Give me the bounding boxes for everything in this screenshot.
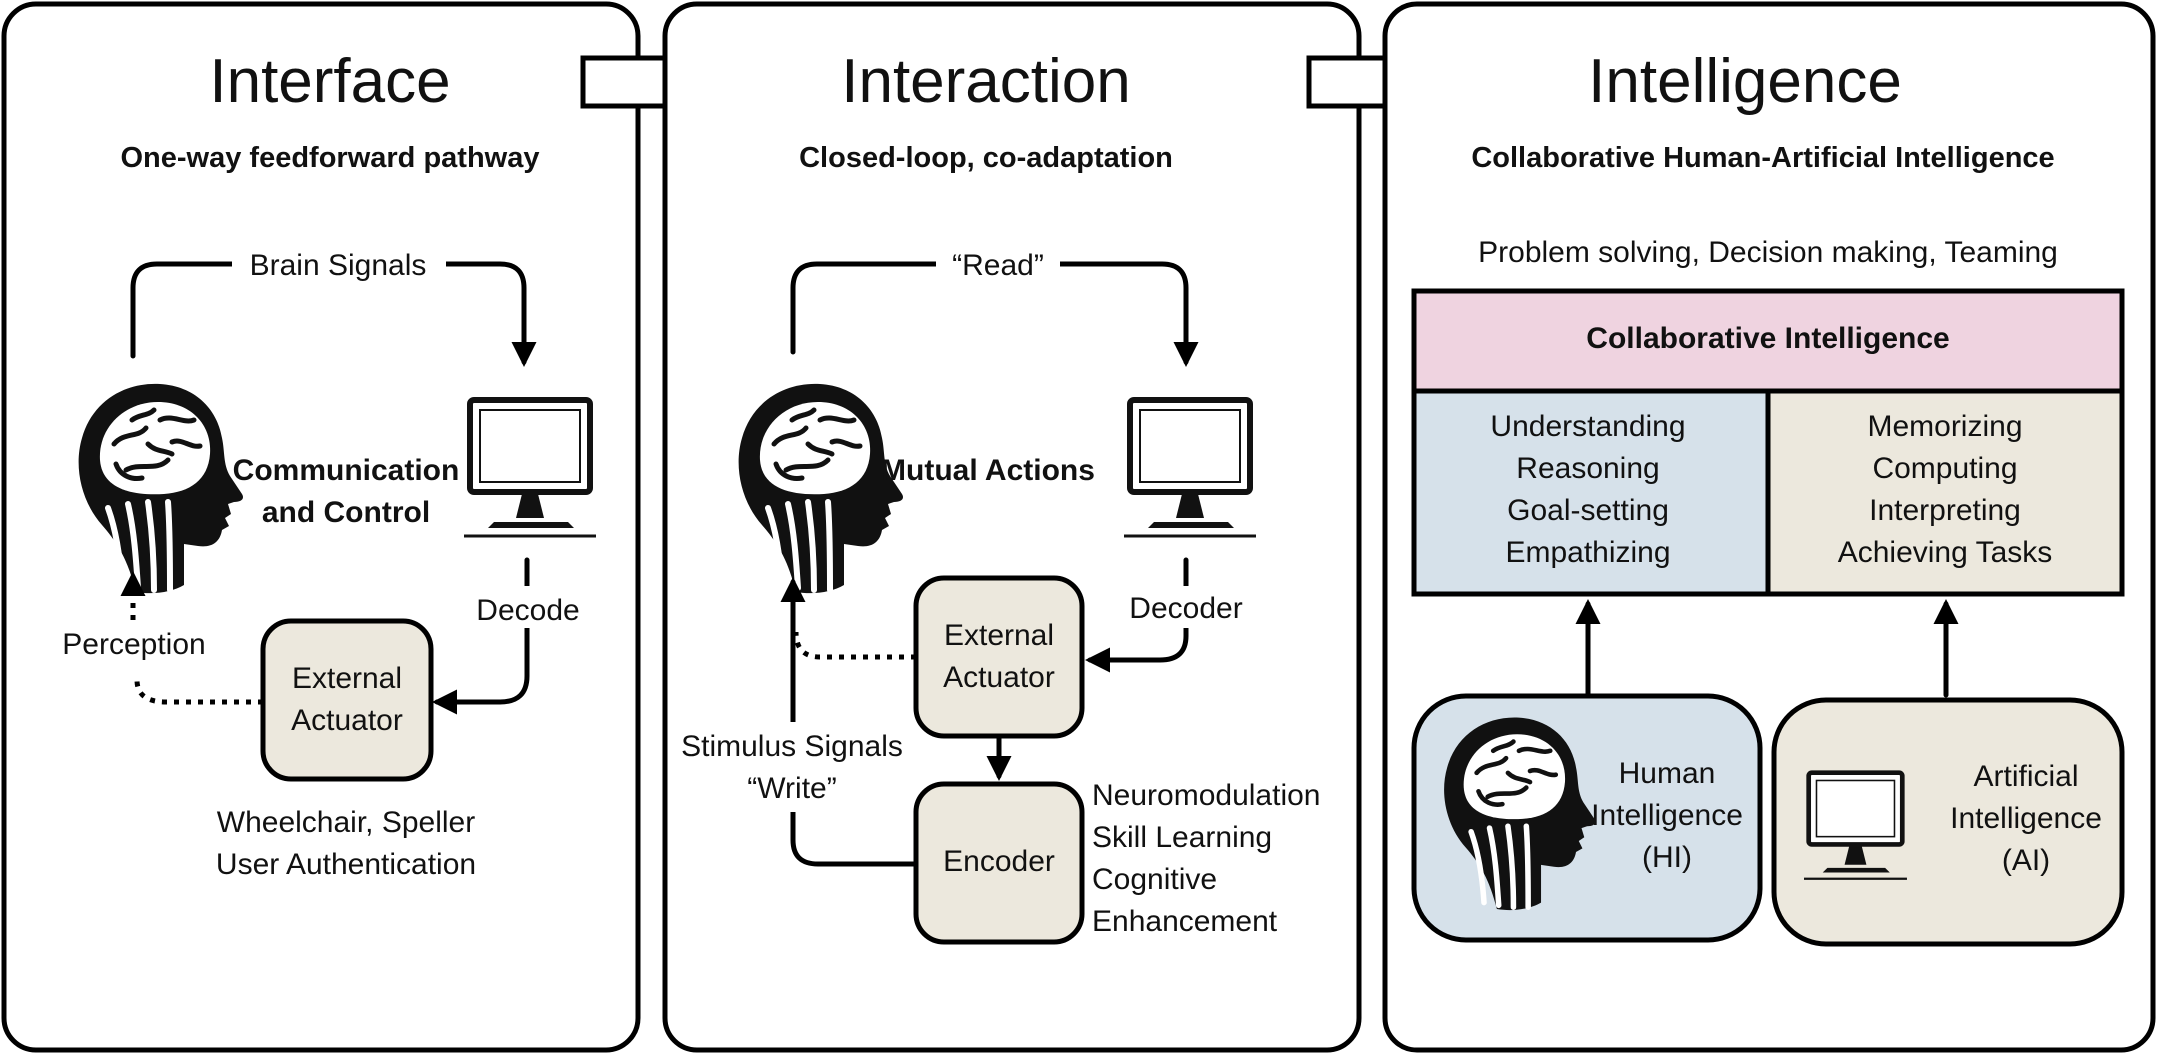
perception-feedback-line bbox=[134, 679, 263, 705]
hi-label-line3: (HI) bbox=[1642, 841, 1692, 874]
ai-skill-1: Memorizing bbox=[1867, 410, 2022, 443]
external-actuator-line2: Actuator bbox=[291, 704, 403, 737]
encoder-label: Encoder bbox=[943, 845, 1055, 878]
human-skill-1: Understanding bbox=[1490, 410, 1685, 443]
decode-label: Decode bbox=[476, 594, 579, 627]
ai-skill-4: Achieving Tasks bbox=[1838, 536, 2053, 569]
external-actuator-box bbox=[913, 575, 1085, 739]
external-actuator-line1: External bbox=[944, 619, 1054, 652]
interface-title: Interface bbox=[209, 47, 450, 116]
hi-label-line1: Human bbox=[1619, 757, 1716, 790]
actuator-feedback-line bbox=[793, 631, 916, 660]
external-actuator-line2: Actuator bbox=[943, 661, 1055, 694]
external-actuator-box bbox=[260, 618, 434, 782]
encoder-output-1: Neuromodulation bbox=[1092, 779, 1320, 812]
write-arrow bbox=[780, 577, 919, 867]
collaborative-intelligence-label: Collaborative Intelligence bbox=[1586, 322, 1949, 355]
intelligence-subtitle: Collaborative Human-Artificial Intellige… bbox=[1471, 142, 2054, 174]
interaction-title: Interaction bbox=[841, 47, 1131, 116]
ai-skill-2: Computing bbox=[1872, 452, 2017, 485]
encoder-output-4: Enhancement bbox=[1092, 905, 1278, 938]
intelligence-title: Intelligence bbox=[1588, 47, 1902, 116]
interface-subtitle: One-way feedforward pathway bbox=[121, 142, 540, 174]
human-skill-3: Goal-setting bbox=[1507, 494, 1669, 527]
external-actuator-line1: External bbox=[292, 662, 402, 695]
communication-label-line2: and Control bbox=[262, 496, 430, 529]
human-skill-4: Empathizing bbox=[1505, 536, 1670, 569]
decoder-arrow bbox=[1085, 557, 1189, 673]
examples-line1: Wheelchair, Speller bbox=[217, 806, 475, 839]
examples-line2: User Authentication bbox=[216, 848, 476, 881]
perception-label: Perception bbox=[62, 628, 205, 661]
collaborative-intelligence-box bbox=[1411, 288, 2125, 394]
ai-label-line1: Artificial bbox=[1973, 760, 2078, 793]
stimulus-label-line2: “Write” bbox=[747, 772, 836, 805]
brain-signals-label: Brain Signals bbox=[250, 249, 427, 282]
human-skill-2: Reasoning bbox=[1516, 452, 1659, 485]
tasks-label: Problem solving, Decision making, Teamin… bbox=[1478, 236, 2058, 269]
artificial-intelligence-box bbox=[1771, 697, 2125, 947]
ai-label-line2: Intelligence bbox=[1950, 802, 2102, 835]
mutual-actions-label: Mutual Actions bbox=[881, 454, 1095, 487]
decode-arrow bbox=[432, 557, 530, 715]
interaction-subtitle: Closed-loop, co-adaptation bbox=[799, 142, 1173, 174]
stimulus-label-line1: Stimulus Signals bbox=[681, 730, 903, 763]
encoder-output-3: Cognitive bbox=[1092, 863, 1217, 896]
communication-label-line1: Communication bbox=[233, 454, 460, 487]
read-label: “Read” bbox=[952, 249, 1044, 282]
ai-skill-3: Interpreting bbox=[1869, 494, 2021, 527]
ai-skills-box bbox=[1765, 388, 2125, 597]
ai-label-line3: (AI) bbox=[2002, 844, 2050, 877]
hi-label-line2: Intelligence bbox=[1591, 799, 1743, 832]
encoder-output-2: Skill Learning bbox=[1092, 821, 1272, 854]
decoder-label: Decoder bbox=[1129, 592, 1242, 625]
